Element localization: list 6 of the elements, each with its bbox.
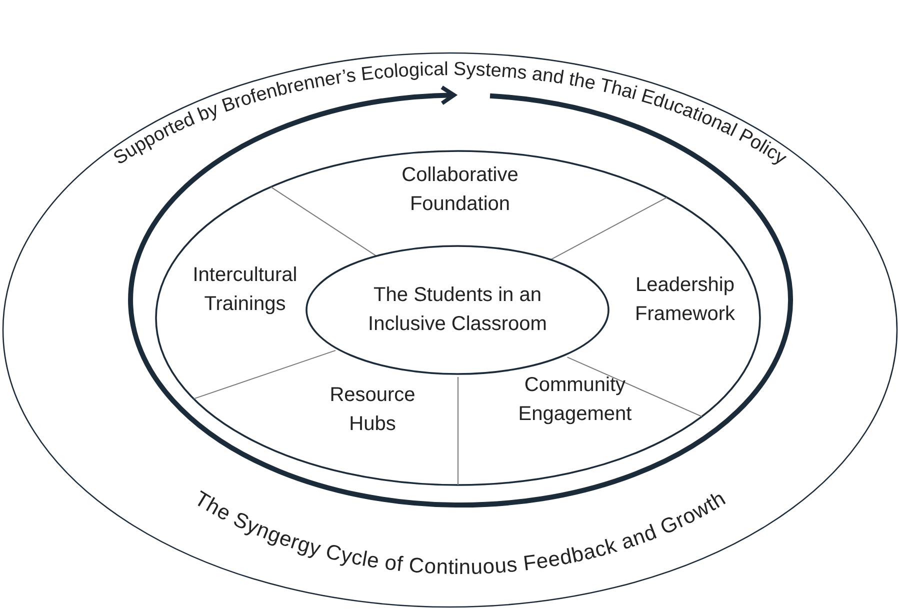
segment-label: Intercultural Trainings: [192, 263, 298, 317]
center-label: The Students in an Inclusive Classroom: [367, 283, 548, 337]
segment-label: Community Engagement: [517, 373, 633, 427]
segment-label: Collaborative Foundation: [400, 163, 520, 217]
segment-label: Resource Hubs: [328, 383, 416, 437]
segment-label: Leadership Framework: [634, 273, 736, 327]
